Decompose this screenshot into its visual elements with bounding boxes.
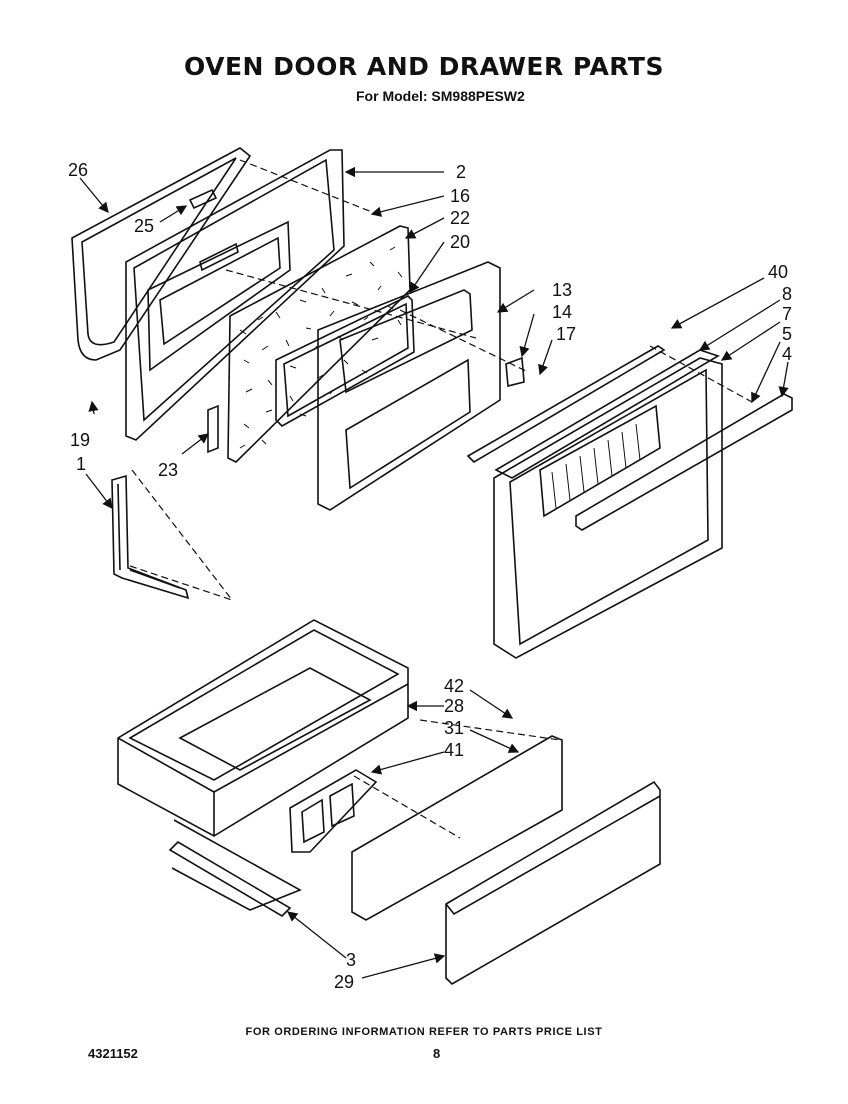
- outer-door-panel: [493, 357, 723, 659]
- callout-13: 13: [552, 280, 572, 300]
- callout-16: 16: [450, 186, 470, 206]
- callout-1: 1: [76, 454, 86, 474]
- callout-3: 3: [346, 950, 356, 970]
- leader-lines: [79, 166, 789, 979]
- part-22-insulation: [227, 225, 411, 463]
- part-29-drawer-front: [445, 780, 661, 985]
- callout-7: 7: [782, 304, 792, 324]
- alignment-lines: [129, 159, 753, 839]
- callout-41: 41: [444, 740, 464, 760]
- callout-14: 14: [552, 302, 572, 322]
- model-subtitle: For Model: SM988PESW2: [356, 88, 525, 104]
- callout-28: 28: [444, 696, 464, 716]
- callout-23: 23: [158, 460, 178, 480]
- part-26-door-gasket: [71, 147, 252, 361]
- page-number: 8: [433, 1046, 441, 1061]
- part-13-door-frame: [317, 261, 501, 511]
- vent-slots: [551, 423, 641, 509]
- page-title: OVEN DOOR AND DRAWER PARTS: [184, 52, 664, 81]
- callout-40: 40: [768, 262, 788, 282]
- callout-5: 5: [782, 324, 792, 344]
- part-4-handle: [575, 393, 793, 531]
- callout-2: 2: [456, 162, 466, 182]
- part-25-bracket: [188, 188, 218, 210]
- callout-8: 8: [782, 284, 792, 304]
- part-14-hinge-receptacle: [505, 356, 525, 388]
- document-number: 4321152: [88, 1046, 138, 1061]
- part-41-drawer-bracket: [289, 769, 378, 853]
- callout-29: 29: [334, 972, 354, 992]
- insulation-texture: [239, 246, 403, 449]
- part-20-glass-pack: [275, 295, 415, 427]
- part-31-inner-panel: [351, 735, 563, 921]
- callout-22: 22: [450, 208, 470, 228]
- callout-19: 19: [70, 430, 90, 450]
- part-8-top-trim: [494, 349, 720, 479]
- part-40-trim-strip: [466, 345, 666, 464]
- callout-31: 31: [444, 718, 464, 738]
- part-1-hinge: [111, 474, 190, 600]
- callout-4: 4: [782, 344, 792, 364]
- callout-20: 20: [450, 232, 470, 252]
- callout-17: 17: [556, 324, 576, 344]
- part-2-door-liner: [125, 149, 345, 441]
- callout-25: 25: [134, 216, 154, 236]
- part-23-clip: [207, 404, 219, 454]
- ordering-note: FOR ORDERING INFORMATION REFER TO PARTS …: [245, 1026, 603, 1038]
- callout-42: 42: [444, 676, 464, 696]
- part-3-glide-rail: [168, 840, 292, 918]
- part-28-drawer: [117, 619, 409, 837]
- callout-26: 26: [68, 160, 88, 180]
